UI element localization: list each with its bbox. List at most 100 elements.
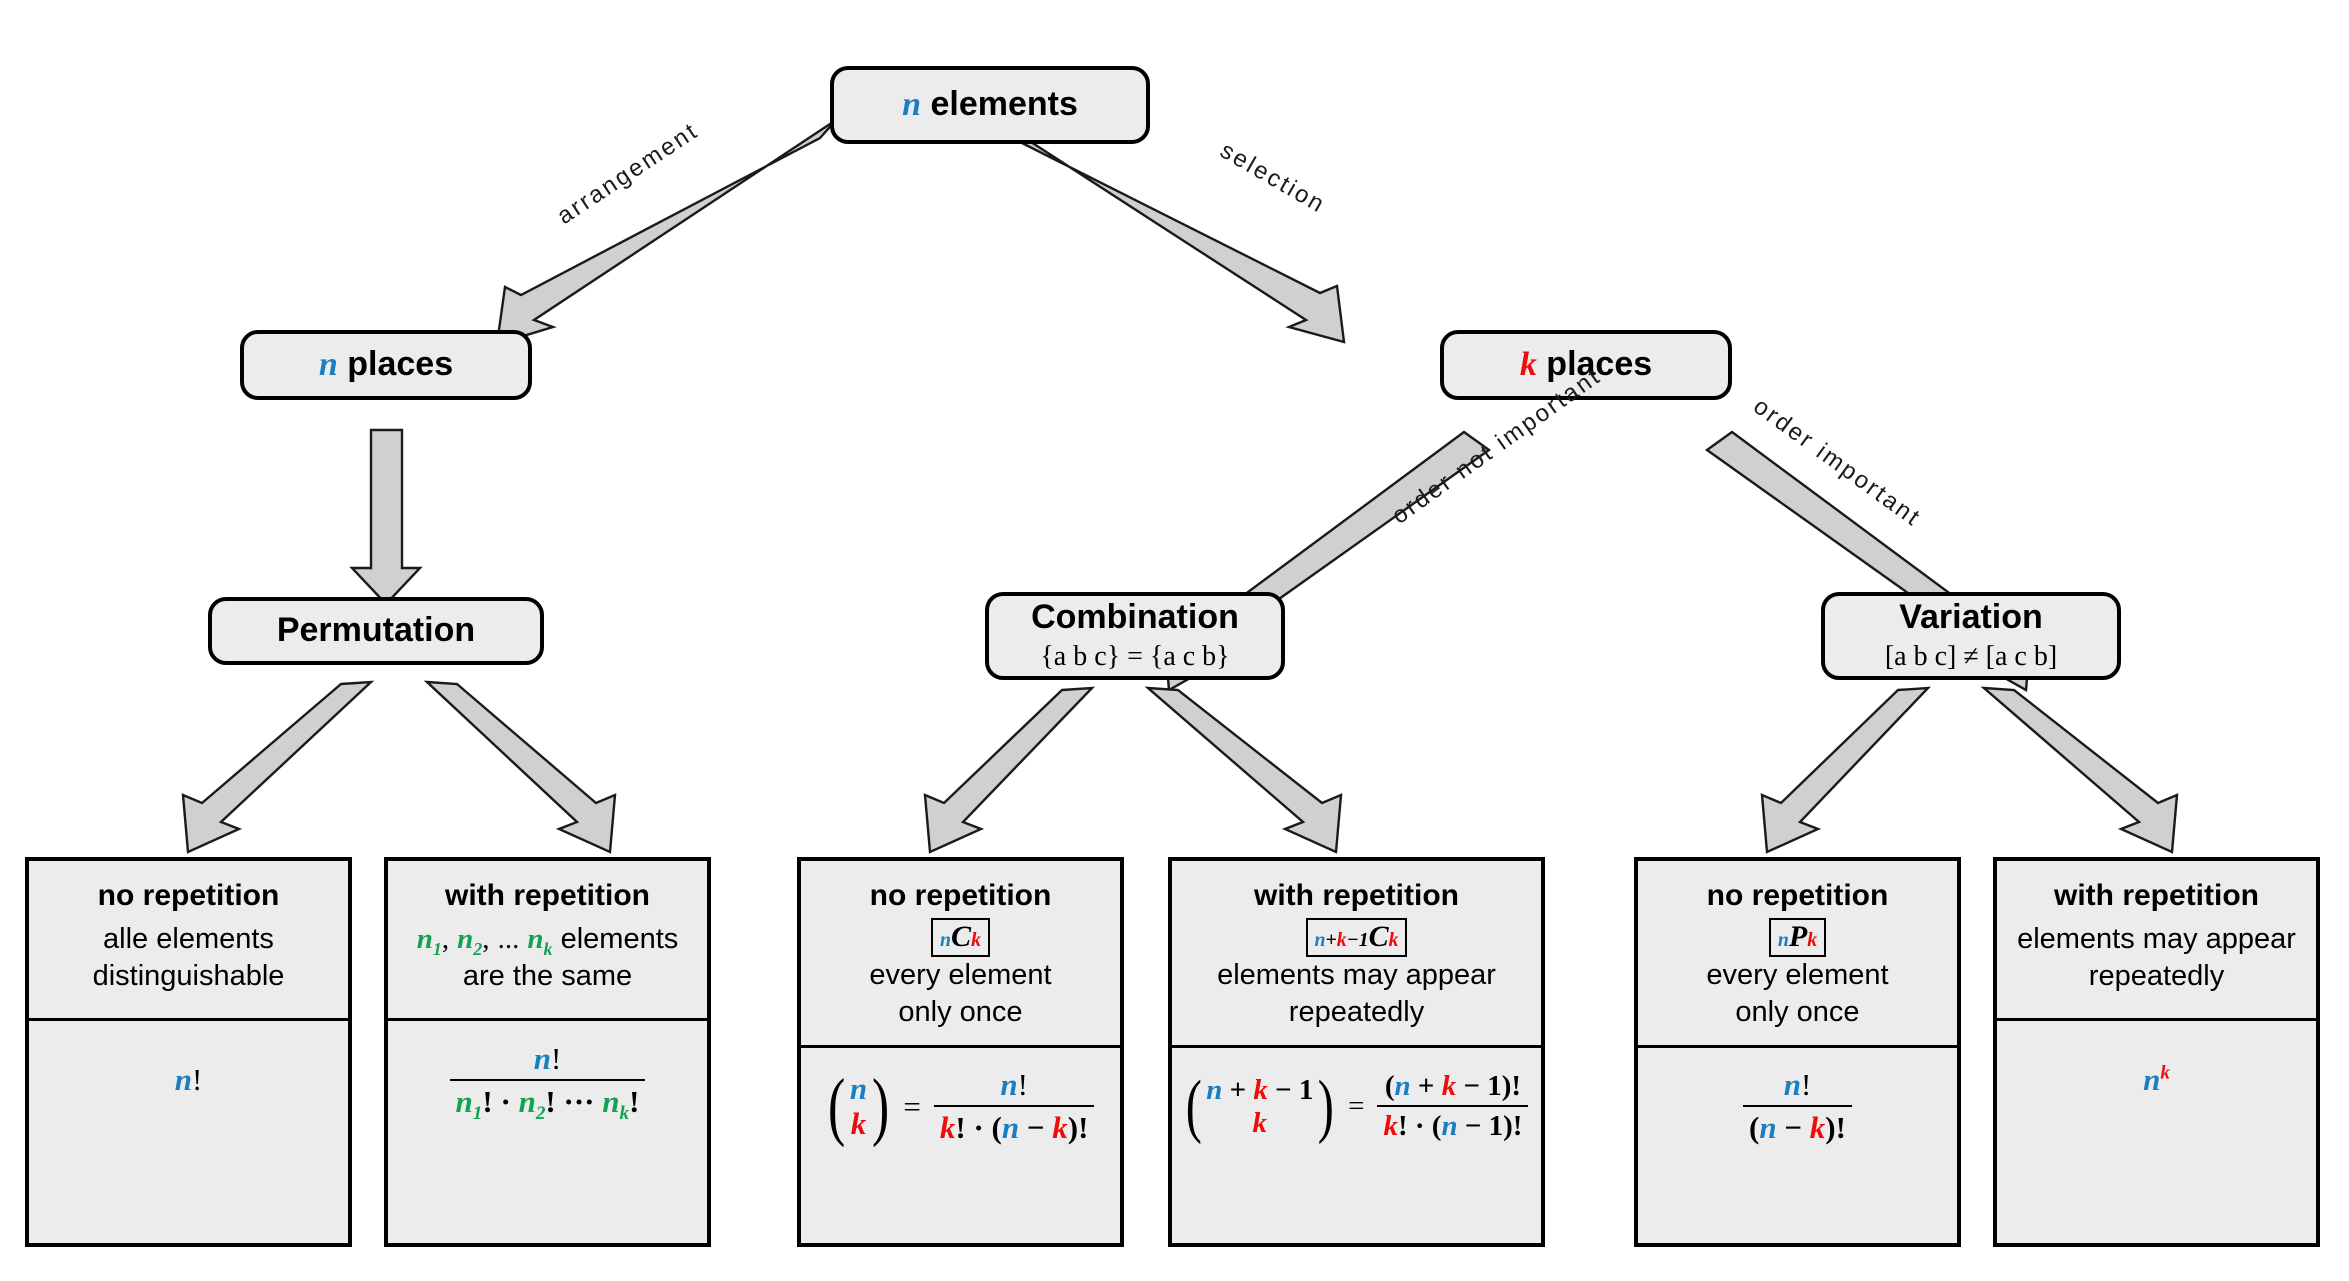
symbol-n: n	[902, 86, 922, 124]
node-n-places-title: n places	[319, 345, 454, 384]
desc-line-1: every element	[1706, 958, 1889, 991]
node-permutation-title: Permutation	[276, 611, 476, 650]
leaf-header-section: no repetition nPk every element only onc…	[1638, 861, 1957, 1048]
leaf-description: n1, n2, ... nk elements are the same	[416, 922, 679, 992]
leaf-description: alle elements distinguishable	[83, 912, 295, 1018]
node-variation-subtitle: [a b c] ≠ [a c b]	[1884, 640, 2058, 672]
left-paren: (	[827, 1064, 845, 1149]
symbol-n: n	[174, 1062, 192, 1097]
leaf-head: no repetition	[97, 879, 280, 912]
node-n-elements-label: elements	[930, 85, 1078, 124]
leaf-description: every element only once	[859, 957, 1061, 1045]
arrow-permutation-left	[181, 680, 375, 854]
leaf-header-section: no repetition alle elements distinguisha…	[29, 861, 348, 1021]
edge-label-order-important: order important	[1748, 392, 1927, 533]
leaf-header-section: with repetition n1, n2, ... nk elements …	[388, 861, 707, 1021]
node-variation[interactable]: Variation [a b c] ≠ [a c b]	[1821, 592, 2121, 680]
node-k-places-title: k places	[1519, 345, 1653, 384]
leaf-combination-no-repetition[interactable]: no repetition nCk every element only onc…	[797, 857, 1124, 1247]
leaf-header-section: with repetition elements may appear repe…	[1997, 861, 2316, 1021]
left-paren: (	[1185, 1067, 1202, 1146]
symbol-k: k	[1519, 346, 1537, 384]
leaf-permutation-with-repetition[interactable]: with repetition n1, n2, ... nk elements …	[384, 857, 711, 1247]
node-combination-subtitle: {a b c} = {a c b}	[1040, 640, 1230, 672]
node-n-places-label: places	[347, 345, 454, 384]
node-combination-title: Combination	[1031, 597, 1239, 636]
leaf-head: no repetition	[869, 879, 1052, 912]
edge-label-selection: selection	[1215, 136, 1331, 219]
node-k-places-label: places	[1546, 345, 1653, 384]
leaf-combination-with-repetition[interactable]: with repetition n+k−1Ck elements may app…	[1168, 857, 1545, 1247]
arrow-selection	[999, 120, 1346, 344]
binomial-coefficient: ( n + k − 1 k )	[1185, 1067, 1335, 1146]
arrow-combination-right	[1144, 686, 1343, 854]
desc-line-1: elements may appear	[1217, 958, 1496, 991]
desc-line-1: elements may appear	[2017, 922, 2296, 955]
fraction: (n + k − 1)! k! · (n − 1)!	[1377, 1070, 1529, 1143]
leaf-permutation-no-repetition[interactable]: no repetition alle elements distinguisha…	[25, 857, 352, 1247]
fraction-denominator: (n − k)!	[1743, 1105, 1852, 1146]
binomial-coefficient: ( n k )	[827, 1064, 890, 1149]
node-combination[interactable]: Combination {a b c} = {a c b}	[985, 592, 1285, 680]
fraction: n! n1! · n2! ··· nk!	[449, 1040, 646, 1123]
leaf-formula: n! n1! · n2! ··· nk!	[388, 1021, 707, 1139]
equals-sign: =	[1348, 1090, 1365, 1123]
node-n-elements-title: n elements	[902, 85, 1078, 124]
leaf-description: every element only once	[1696, 957, 1898, 1045]
arrow-variation-right	[1980, 686, 2179, 854]
equals-sign: =	[903, 1088, 921, 1124]
leaf-formula: ( n + k − 1 k ) = (n + k − 1)! k! · (n −…	[1172, 1048, 1541, 1166]
leaf-formula: n!	[29, 1021, 348, 1139]
fraction-numerator: n!	[533, 1040, 562, 1076]
desc-line-2: repeatedly	[1288, 995, 1425, 1028]
node-permutation[interactable]: Permutation	[208, 597, 544, 665]
desc-line-2: only once	[1735, 995, 1860, 1028]
leaf-header-section: with repetition n+k−1Ck elements may app…	[1172, 861, 1541, 1048]
right-paren: )	[1318, 1067, 1335, 1146]
fraction-numerator: (n + k − 1)!	[1384, 1070, 1522, 1103]
fraction: n! k! · (n − k)!	[933, 1067, 1095, 1146]
notation-npkm1Ck: n+k−1Ck	[1305, 918, 1408, 957]
arrow-variation-left	[1760, 686, 1931, 854]
leaf-description: elements may appear repeatedly	[2007, 912, 2306, 1018]
notation-nCk: nCk	[931, 918, 990, 957]
right-paren: )	[872, 1064, 890, 1149]
node-n-elements[interactable]: n elements	[830, 66, 1150, 144]
symbol-n1: n1	[416, 922, 442, 959]
fraction-numerator: n!	[1000, 1067, 1028, 1103]
desc-line-2: only once	[898, 995, 1023, 1028]
leaf-head: with repetition	[1254, 879, 1459, 912]
symbol-factorial: !	[191, 1062, 203, 1097]
leaf-formula: ( n k ) = n! k! · (n − k)!	[801, 1048, 1120, 1166]
fraction: n! (n − k)!	[1743, 1067, 1852, 1146]
leaf-head: with repetition	[445, 879, 650, 912]
leaf-variation-no-repetition[interactable]: no repetition nPk every element only onc…	[1634, 857, 1961, 1247]
arrow-n-places-to-permutation	[349, 428, 423, 606]
symbol-nk: nk	[527, 922, 553, 959]
leaf-formula: nk	[1997, 1021, 2316, 1139]
leaf-head: no repetition	[1706, 879, 1889, 912]
desc-line-2: repeatedly	[2088, 960, 2225, 992]
arrow-permutation-right	[423, 680, 617, 854]
fraction-numerator: n!	[1783, 1067, 1812, 1103]
desc-line-2: are the same	[462, 960, 633, 992]
leaf-header-section: no repetition nCk every element only onc…	[801, 861, 1120, 1048]
symbol-n: n	[2143, 1062, 2161, 1097]
desc-line-1: elements	[560, 922, 679, 955]
leaf-variation-with-repetition[interactable]: with repetition elements may appear repe…	[1993, 857, 2320, 1247]
symbol-ellipsis: ...	[497, 922, 520, 955]
desc-line-2: distinguishable	[92, 960, 285, 992]
node-k-places[interactable]: k places	[1440, 330, 1732, 400]
node-n-places[interactable]: n places	[240, 330, 532, 400]
symbol-n2: n2	[457, 922, 483, 959]
fraction-denominator: n1! · n2! ··· nk!	[449, 1078, 646, 1123]
node-variation-title: Variation	[1899, 597, 2043, 636]
fraction-denominator: k! · (n − k)!	[933, 1105, 1095, 1146]
desc-line-1: alle elements	[103, 922, 274, 955]
leaf-formula: n! (n − k)!	[1638, 1048, 1957, 1166]
fraction-denominator: k! · (n − 1)!	[1377, 1105, 1529, 1143]
leaf-head: with repetition	[2054, 879, 2259, 912]
leaf-description: elements may appear repeatedly	[1207, 957, 1506, 1045]
symbol-k-exponent: k	[2160, 1062, 2170, 1084]
